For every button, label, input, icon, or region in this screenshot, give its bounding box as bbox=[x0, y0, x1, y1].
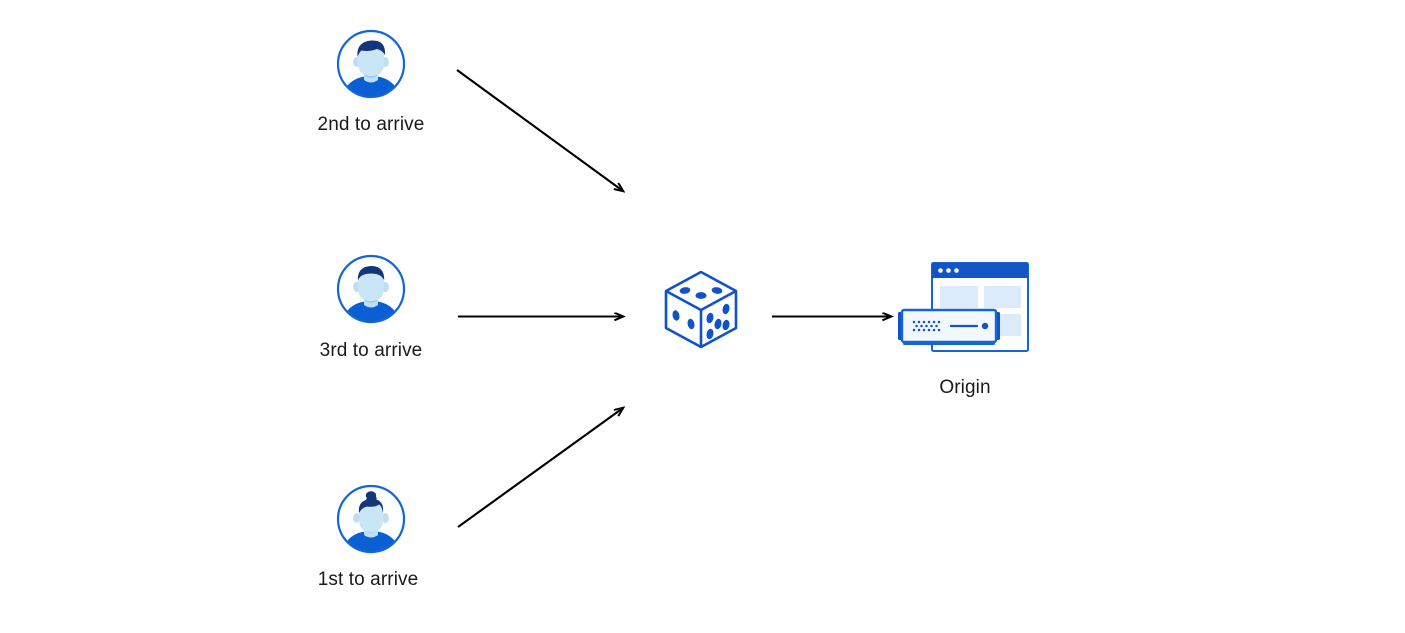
node-label-client-1st: 1st to arrive bbox=[317, 569, 419, 590]
node-label-client-3rd: 3rd to arrive bbox=[319, 340, 423, 361]
dice-icon bbox=[660, 268, 742, 350]
user-avatar-icon bbox=[335, 28, 407, 100]
edge-1st-to-dice bbox=[457, 408, 623, 528]
edge-2nd-to-dice bbox=[456, 69, 623, 191]
user-avatar-icon bbox=[335, 483, 407, 555]
origin-server-icon bbox=[893, 258, 1033, 358]
server-device bbox=[898, 308, 1000, 345]
node-label-origin: Origin bbox=[939, 377, 991, 398]
node-label-client-2nd: 2nd to arrive bbox=[317, 114, 425, 135]
user-avatar-icon bbox=[335, 253, 407, 325]
